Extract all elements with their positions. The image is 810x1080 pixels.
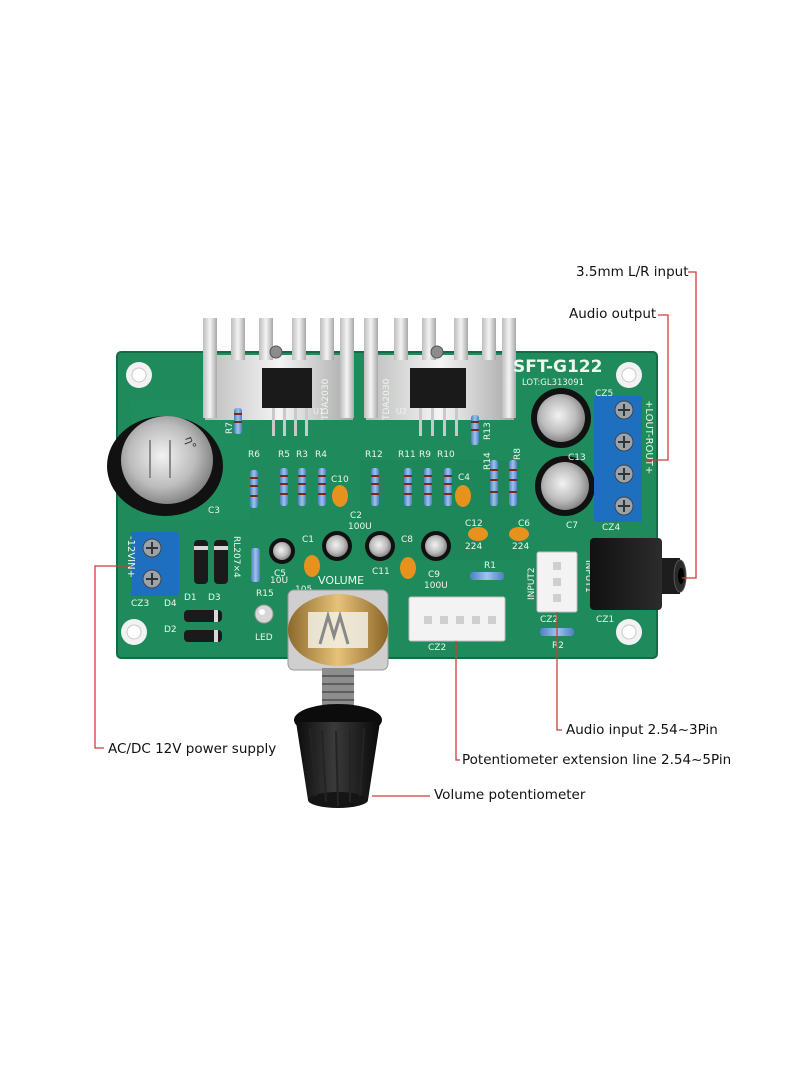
ref-r6: R6 xyxy=(248,450,260,460)
power-terminal-block xyxy=(131,532,179,596)
callout-lines xyxy=(94,271,697,797)
ref-r14: R14 xyxy=(483,452,493,470)
ref-r2: R2 xyxy=(552,641,564,651)
ref-c13: C13 xyxy=(568,453,586,463)
heatsink-left xyxy=(203,318,354,436)
ref-c3: C3 xyxy=(208,506,220,516)
resistor-labels: R7 R6 R5 R3 R4 R12 R11 R9 R10 R13 R14 R8 xyxy=(225,422,523,470)
pot-extension-header xyxy=(408,596,506,642)
ref-c2: C2 xyxy=(350,511,362,521)
r15-resistor xyxy=(251,548,260,582)
resistor-bands xyxy=(234,413,517,497)
ref-c12: C12 xyxy=(465,519,483,529)
callout-audio-input: Audio input 2.54~3Pin xyxy=(566,722,718,738)
volume-label: VOLUME xyxy=(318,574,364,587)
ref-d2: D2 xyxy=(164,625,177,635)
ref-c6: C6 xyxy=(518,519,530,529)
cap-c4-value: 224 xyxy=(465,542,482,552)
ref-c1: C1 xyxy=(302,535,314,545)
ref-c8: C8 xyxy=(401,535,413,545)
u2-label: U2 xyxy=(396,407,407,416)
ic-left-label: TDA2030 xyxy=(321,378,331,421)
audio-input-header xyxy=(536,551,578,613)
callout-lr-input: 3.5mm L/R input xyxy=(576,264,689,280)
diodes xyxy=(184,540,228,642)
ref-c11: C11 xyxy=(372,567,390,577)
ref-r8: R8 xyxy=(513,448,523,460)
diode-rating-label: RL207×4 xyxy=(231,536,241,578)
electrolytic-c9 xyxy=(421,531,451,561)
ref-r1: R1 xyxy=(484,561,496,571)
ref-cz2-b: CZ2 xyxy=(540,615,558,625)
mounting-holes xyxy=(121,362,642,645)
cap-c6-value: 224 xyxy=(512,542,529,552)
ref-c5: C5 xyxy=(274,569,286,579)
output-terminal-block xyxy=(594,396,642,522)
ref-r12: R12 xyxy=(365,450,383,460)
volume-potentiometer xyxy=(287,589,389,808)
ref-d3: D3 xyxy=(208,593,221,603)
ref-cz5: CZ5 xyxy=(595,389,613,399)
ref-r15: R15 xyxy=(256,589,274,599)
input1-label: INPUT1 xyxy=(583,560,593,593)
callout-audio-output: Audio output xyxy=(569,306,657,322)
electrolytic-c5 xyxy=(269,538,295,564)
ceramic-capacitors xyxy=(304,485,529,579)
ref-c4: C4 xyxy=(458,473,470,483)
callout-volume-pot: Volume potentiometer xyxy=(434,787,586,803)
callout-pot-extension: Potentiometer extension line 2.54~5Pin xyxy=(462,752,732,768)
ref-r9: R9 xyxy=(419,450,431,460)
board-model-label: SFT-G122 xyxy=(513,357,602,377)
ref-r3: R3 xyxy=(296,450,308,460)
electrolytic-c2 xyxy=(322,531,352,561)
ref-r10: R10 xyxy=(437,450,455,460)
ref-r5: R5 xyxy=(278,450,290,460)
cap-left-value: 100U xyxy=(348,522,372,532)
ref-r4: R4 xyxy=(315,450,327,460)
ref-c10: C10 xyxy=(331,475,349,485)
u1-label: U1 xyxy=(313,407,324,416)
ref-cz1: CZ1 xyxy=(596,615,614,625)
electrolytic-c7 xyxy=(535,456,595,516)
diode-labels: D1 D3 D4 D2 RL207×4 xyxy=(164,536,241,635)
led xyxy=(254,604,274,624)
cap-right-value: 100U xyxy=(424,581,448,591)
resistors-left-group xyxy=(234,408,326,508)
ref-d1: D1 xyxy=(184,593,197,603)
ref-r13: R13 xyxy=(483,422,493,440)
led-label: LED xyxy=(255,633,273,643)
svg-text:η°: η° xyxy=(182,435,198,451)
ref-cz4: CZ4 xyxy=(602,523,620,533)
ref-cz2: CZ2 xyxy=(428,643,446,653)
input2-label: INPUT2 xyxy=(527,567,537,600)
callout-power-supply: AC/DC 12V power supply xyxy=(108,741,277,757)
electrolytic-labels: C2 100U C1 C11 C8 C9 100U C5 10U C13 C7 xyxy=(270,453,586,591)
ic-right-label: TDA2030 xyxy=(382,378,392,421)
electrolytic-c11 xyxy=(365,531,395,561)
ref-cz3: CZ3 xyxy=(131,599,149,609)
ref-d4: D4 xyxy=(164,599,177,609)
ref-c9: C9 xyxy=(428,570,440,580)
power-terminal-label: -12VIN+ xyxy=(125,536,136,578)
heatsink-right xyxy=(364,318,516,436)
audio-jack xyxy=(590,538,687,610)
cap-small-value: 10U xyxy=(270,576,288,586)
output-terminal-label: +LOUT-ROUT+ xyxy=(643,400,654,474)
electrolytic-c13 xyxy=(531,388,591,448)
capacitor-c3: η° xyxy=(107,416,223,516)
ref-r11: R11 xyxy=(398,450,416,460)
resistors-mid-group xyxy=(371,415,517,506)
ref-r7: R7 xyxy=(225,422,235,434)
ref-c7: C7 xyxy=(566,521,578,531)
lot-label: LOT:GL313091 xyxy=(522,378,584,388)
